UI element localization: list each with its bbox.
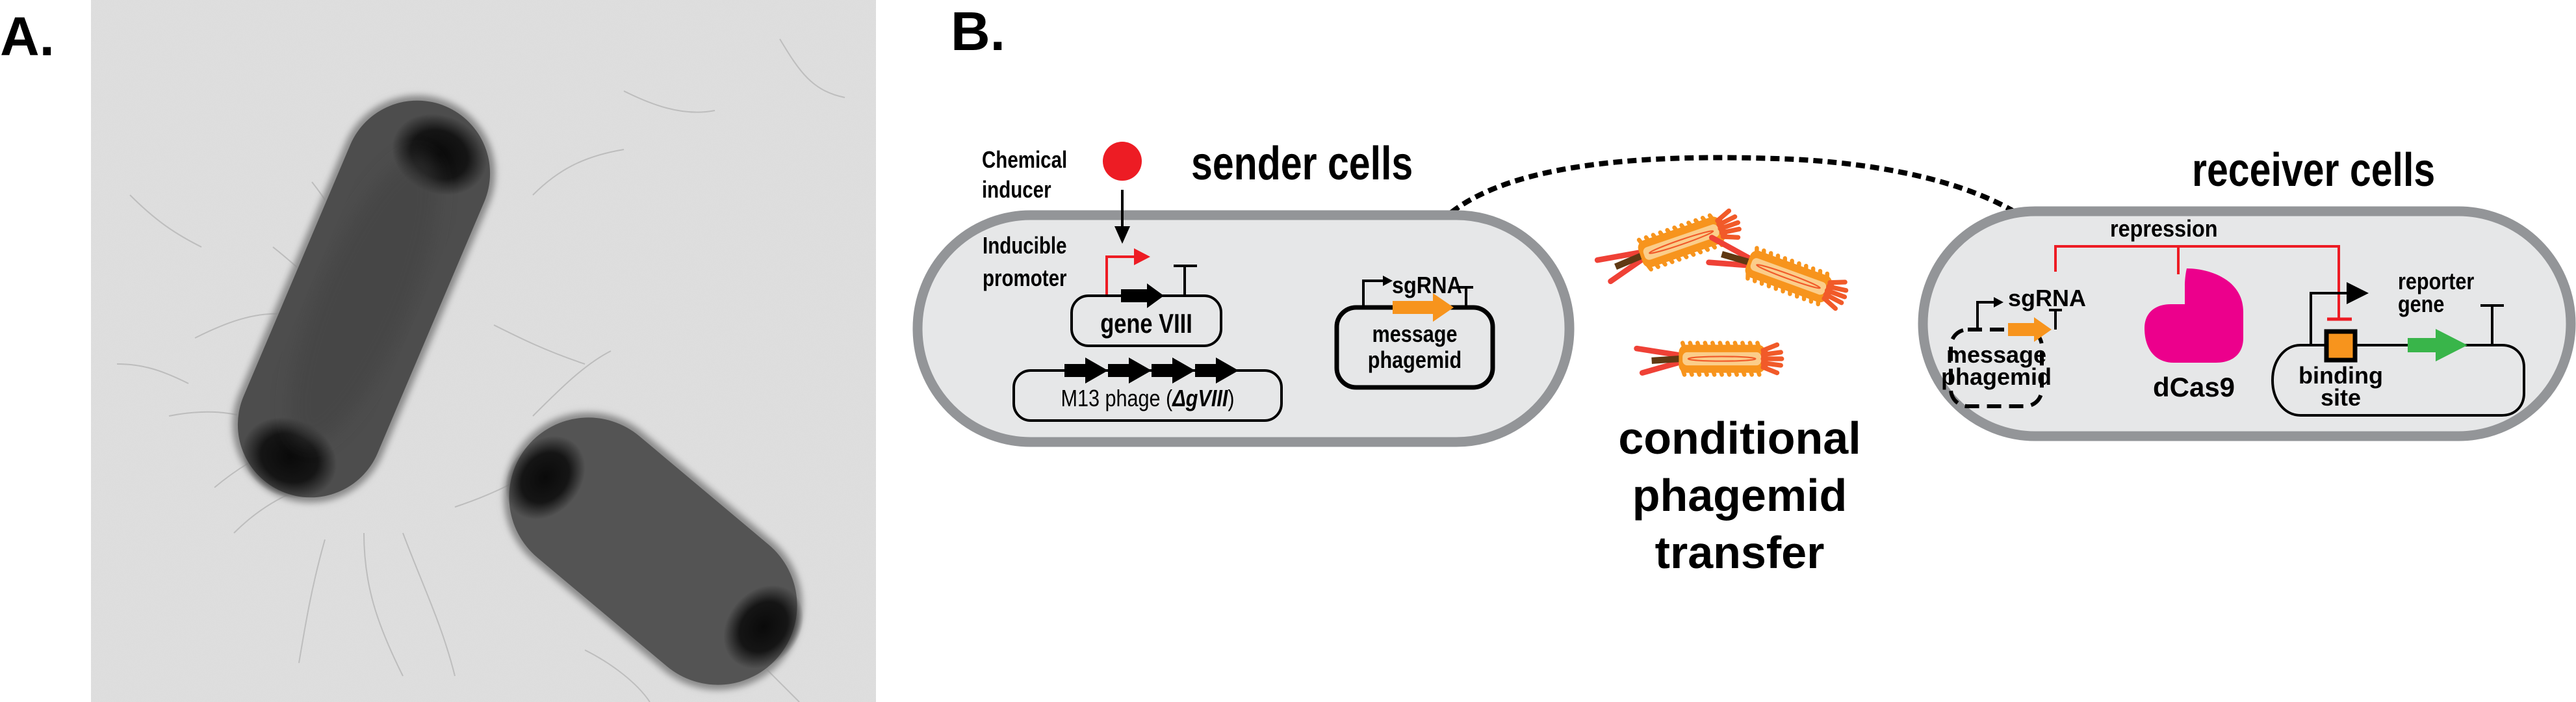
transfer-label-line2: phagemid [1632,470,1848,521]
bacterium-1 [232,95,496,503]
binding-site-icon [2324,329,2358,363]
inducible-promoter-arrowhead-icon [1134,248,1150,265]
phage-particle-1 [1595,207,1743,285]
receiver-sgrna-promoter-arrowhead-icon [1994,297,2003,307]
panel-a-label: A. [0,6,55,67]
m13-genes-icon [1064,358,1239,384]
m13-label-prefix: M13 phage ( [1061,386,1172,412]
receiver-phagemid-label-line1: message [1946,341,2046,368]
gene-viii-cds-icon [1121,283,1164,308]
repression-line [2054,245,2340,319]
binding-site-label-line2: site [2321,384,2361,411]
dcas9-label: dCas9 [2153,372,2235,402]
promoter-label-line1: Inducible [983,232,1067,258]
phage-particle-2 [1703,232,1849,311]
reporter-gene-icon [2408,329,2467,361]
sender-phagemid-label-line2: phagemid [1368,348,1462,374]
receiver-sgrna-promoter-icon [1976,301,1995,330]
m13-phage-label: M13 phage (ΔgVIII) [1061,386,1234,412]
m13-label-deletion: ΔgVIII [1171,386,1228,412]
reporter-promoter-arrowhead-icon [2347,282,2369,304]
inducible-promoter-icon [1105,255,1136,295]
panel-b-label: B. [951,1,1005,62]
electron-micrograph [91,0,876,702]
sender-sgrna-promoter-icon [1362,280,1384,307]
sender-sgrna-promoter-arrowhead-icon [1383,276,1393,286]
sender-phagemid-label-line1: message [1372,322,1458,348]
m13-label-suffix: ) [1228,386,1234,412]
phage-particle-3 [1637,343,1782,375]
repression-label: repression [2110,216,2218,242]
gene-viii-label: gene VIII [1100,309,1192,339]
receiver-cell-membrane [1918,206,2576,441]
inducer-label-line1: Chemical [982,146,1067,172]
bacterium-2 [504,412,804,690]
dcas9-protein-icon [2145,268,2243,363]
receiver-cells-title: receiver cells [2192,143,2435,196]
sender-sgrna-label: sgRNA [1392,272,1462,298]
chemical-inducer-icon [1103,142,1142,181]
binding-site-label-line1: binding [2299,362,2383,389]
inducer-arrowhead-icon [1114,226,1130,244]
reporter-plasmid [2271,344,2525,417]
receiver-cell [1918,206,2576,441]
sender-cells-title: sender cells [1191,136,1413,189]
phagemid-transfer-path [1421,155,2042,246]
reporter-gene-label-line1: reporter [2398,269,2474,295]
phage-filaments [116,38,845,702]
promoter-label-line2: promoter [983,265,1067,291]
receiver-phagemid-label-line2: phagemid [1941,363,2052,390]
transfer-label-line3: transfer [1655,527,1825,578]
receiver-sgrna-gene-icon [2008,317,2052,342]
receiver-message-phagemid [1949,328,2044,408]
inducer-label-line2: inducer [982,176,1051,202]
reporter-gene-label-line2: gene [2398,292,2444,318]
receiver-sgrna-label: sgRNA [2008,285,2086,311]
transfer-label-line1: conditional [1618,413,1861,463]
reporter-promoter-icon [2310,292,2359,345]
sender-sgrna-gene-icon [1393,293,1454,322]
